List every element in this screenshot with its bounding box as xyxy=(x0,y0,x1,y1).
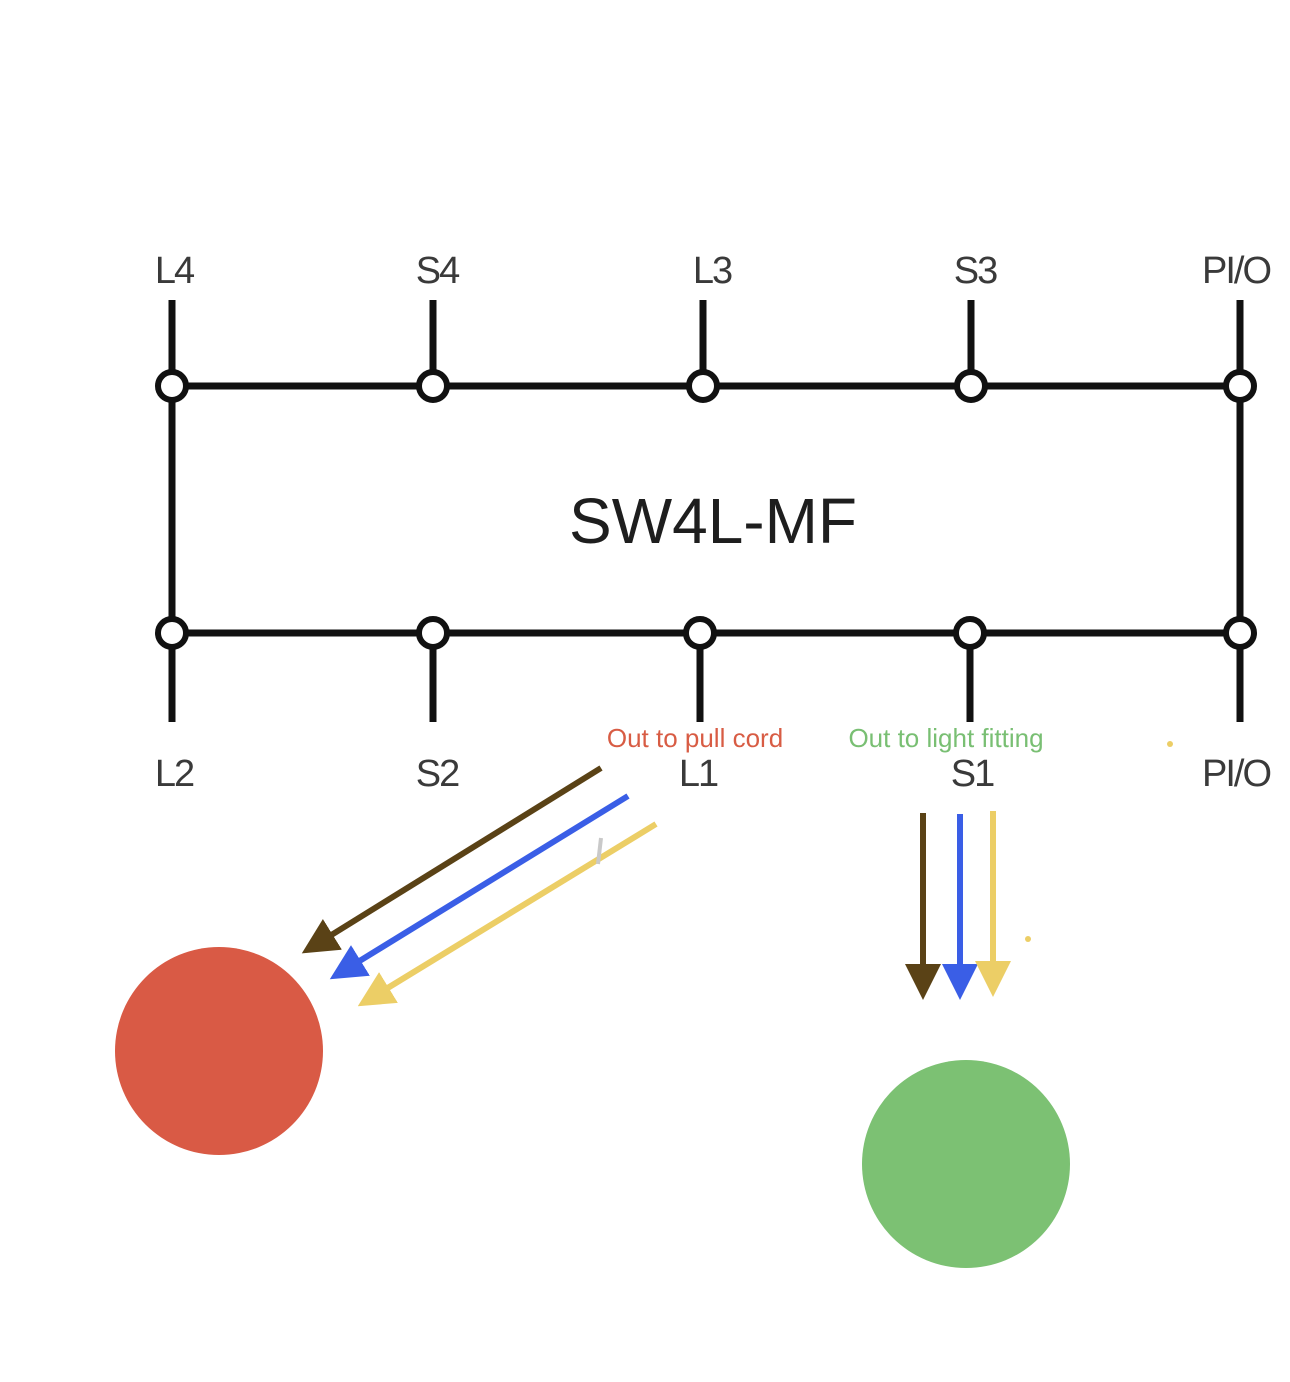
terminal-label-s2: S2 xyxy=(416,753,459,795)
device-model-label: SW4L-MF xyxy=(569,485,857,557)
stray-dot xyxy=(1167,741,1173,747)
pull-cord-annotation: Out to pull cord xyxy=(607,723,783,753)
terminal-label-l4: L4 xyxy=(155,250,195,292)
terminal-node-s1 xyxy=(953,616,987,650)
blue-wire-arrow-pull-cord xyxy=(329,793,630,980)
terminal-node-l4 xyxy=(155,369,189,403)
terminal-node-s2 xyxy=(416,616,450,650)
terminal-node-s4 xyxy=(416,369,450,403)
terminal-label-l3: L3 xyxy=(693,250,732,292)
yellow-wire-arrow-pull-cord xyxy=(357,821,658,1007)
light-fitting-annotation: Out to light fitting xyxy=(848,723,1043,753)
terminal-label-s1: S1 xyxy=(951,753,994,795)
terminal-node-l2 xyxy=(155,616,189,650)
pull-cord-target-circle xyxy=(115,947,323,1155)
terminal-label-pio-bottom: PI/O xyxy=(1202,753,1270,795)
terminal-label-s3: S3 xyxy=(954,250,997,292)
terminal-node-pio-top xyxy=(1223,369,1257,403)
terminal-label-s4: S4 xyxy=(416,250,460,292)
light-fitting-target-circle xyxy=(862,1060,1070,1268)
terminal-node-l1 xyxy=(683,616,717,650)
terminal-label-pio-top: PI/O xyxy=(1202,250,1270,292)
terminal-label-l1: L1 xyxy=(679,753,718,795)
terminal-node-l3 xyxy=(686,369,720,403)
stray-mark xyxy=(596,837,603,865)
terminal-label-l2: L2 xyxy=(155,753,194,795)
terminal-node-pio-bottom xyxy=(1223,616,1257,650)
terminal-node-s3 xyxy=(954,369,988,403)
brown-wire-arrow-pull-cord xyxy=(301,765,603,954)
stray-dot xyxy=(1025,936,1031,942)
